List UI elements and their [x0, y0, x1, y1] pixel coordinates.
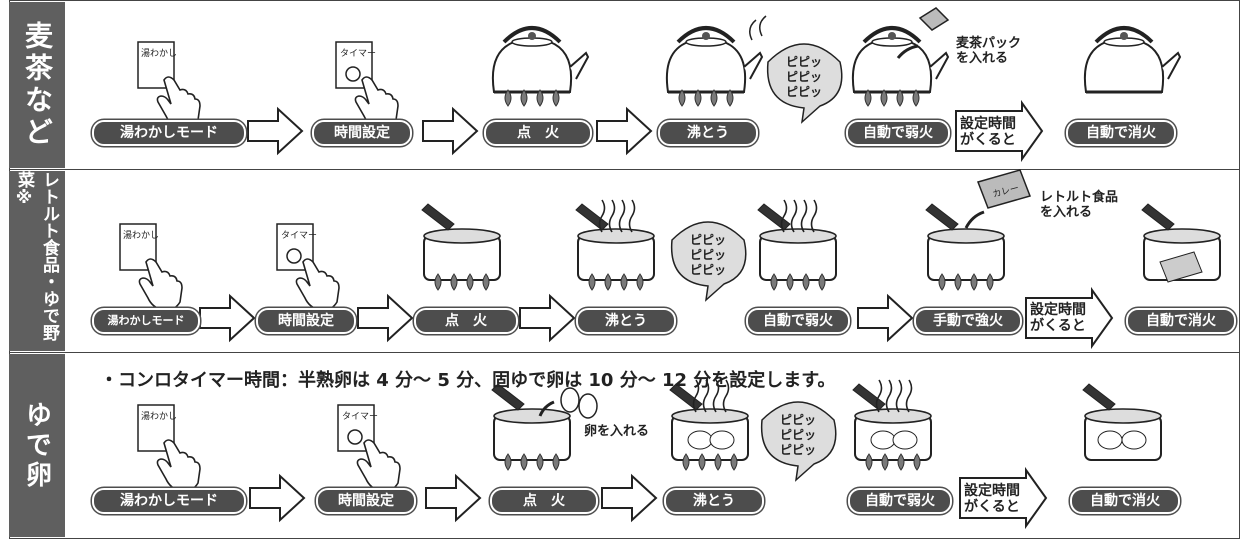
row2-simmer-pot-icon [757, 199, 837, 291]
row2-step-time-set: 時間設定 [256, 308, 356, 334]
row3-timer-reached-text: 設定時間 がくると [964, 483, 1020, 515]
row1-final-kettle-icon [1082, 26, 1182, 94]
side-label-egg: ゆで卵 [9, 354, 65, 537]
side-label-tea: 麦茶など [9, 2, 65, 168]
row3-step-auto-low: 自動で弱火 [848, 488, 952, 514]
row3-timer-button-label: タイマー [342, 412, 379, 422]
row2-timer-button-label: タイマー [281, 231, 318, 241]
row3-final-egg-pot-icon [1082, 383, 1162, 461]
row2-retort-pot-icon [925, 169, 1031, 291]
row3-add-egg-label: 卵を入れる [584, 424, 650, 439]
row2-timer-reached-text: 設定時間 がくると [1030, 302, 1086, 334]
side-label-retort: レトルト食品・ゆで野菜※ [9, 171, 65, 351]
row1-step-auto-low: 自動で弱火 [846, 120, 950, 146]
row1-timer-reached-text: 設定時間 がくると [960, 116, 1016, 148]
row1-step-boil: 沸とう [658, 120, 758, 146]
row3-simmer-egg-pot-icon [852, 379, 932, 471]
row3-step-boil: 沸とう [664, 488, 764, 514]
row2-step-ignite: 点 火 [414, 308, 518, 334]
row3-timer-note: ・コンロタイマー時間：半熟卵は 4 分〜 5 分、固ゆで卵は 10 分〜 12 … [100, 370, 836, 391]
row3-step-kettle-mode: 湯わかしモード [92, 488, 246, 514]
row2-add-retort-label: レトルト食品 を入れる [1040, 190, 1119, 220]
row2-final-pot-icon [1141, 203, 1221, 283]
row1-boiling-kettle-icon [664, 15, 767, 107]
row3-step-ignite: 点 火 [490, 488, 598, 514]
row2-step-boil: 沸とう [576, 308, 676, 334]
row1-beep-text: ピピッ ピピッ ピピッ [785, 55, 822, 99]
row2-pot-icon [421, 203, 501, 291]
row3-egg-pot-icon [491, 383, 598, 471]
row2-step-auto-low: 自動で弱火 [746, 308, 850, 334]
row3-step-auto-off: 自動で消火 [1070, 488, 1180, 514]
row2-kettle-button-label: 湯わかし [123, 231, 160, 241]
row3-beep-text: ピピッ ピピッ ピピッ [779, 413, 816, 457]
row2-step-manual-high: 手動で強火 [914, 308, 1022, 334]
row1-step-auto-off: 自動で消火 [1066, 120, 1176, 146]
row3-timer-button-icon [337, 404, 401, 493]
row3-step-time-set: 時間設定 [316, 488, 416, 514]
row2-step-kettle-mode: 湯わかしモード [92, 308, 200, 334]
row1-burner-kettle-icon [490, 26, 590, 107]
row1-timer-button-label: タイマー [340, 49, 377, 59]
row1-timer-button-icon [335, 41, 399, 130]
row3-boiling-egg-pot-icon [669, 379, 749, 471]
row2-beep-text: ピピッ ピピッ ピピッ [689, 233, 726, 277]
row1-kettle-button-label: 湯わかし [141, 49, 178, 59]
row1-add-tea-label: 麦茶パック を入れる [956, 36, 1022, 66]
row1-tea-kettle-icon [850, 7, 950, 107]
row1-step-time-set: 時間設定 [312, 120, 412, 146]
row2-boiling-pot-icon [575, 199, 655, 291]
row2-timer-button-icon [276, 223, 340, 312]
row1-step-kettle-mode: 湯わかしモード [92, 120, 246, 146]
row3-kettle-button-label: 湯わかし [141, 412, 178, 422]
row2-step-auto-off: 自動で消火 [1126, 308, 1236, 334]
row1-step-ignite: 点 火 [484, 120, 592, 146]
